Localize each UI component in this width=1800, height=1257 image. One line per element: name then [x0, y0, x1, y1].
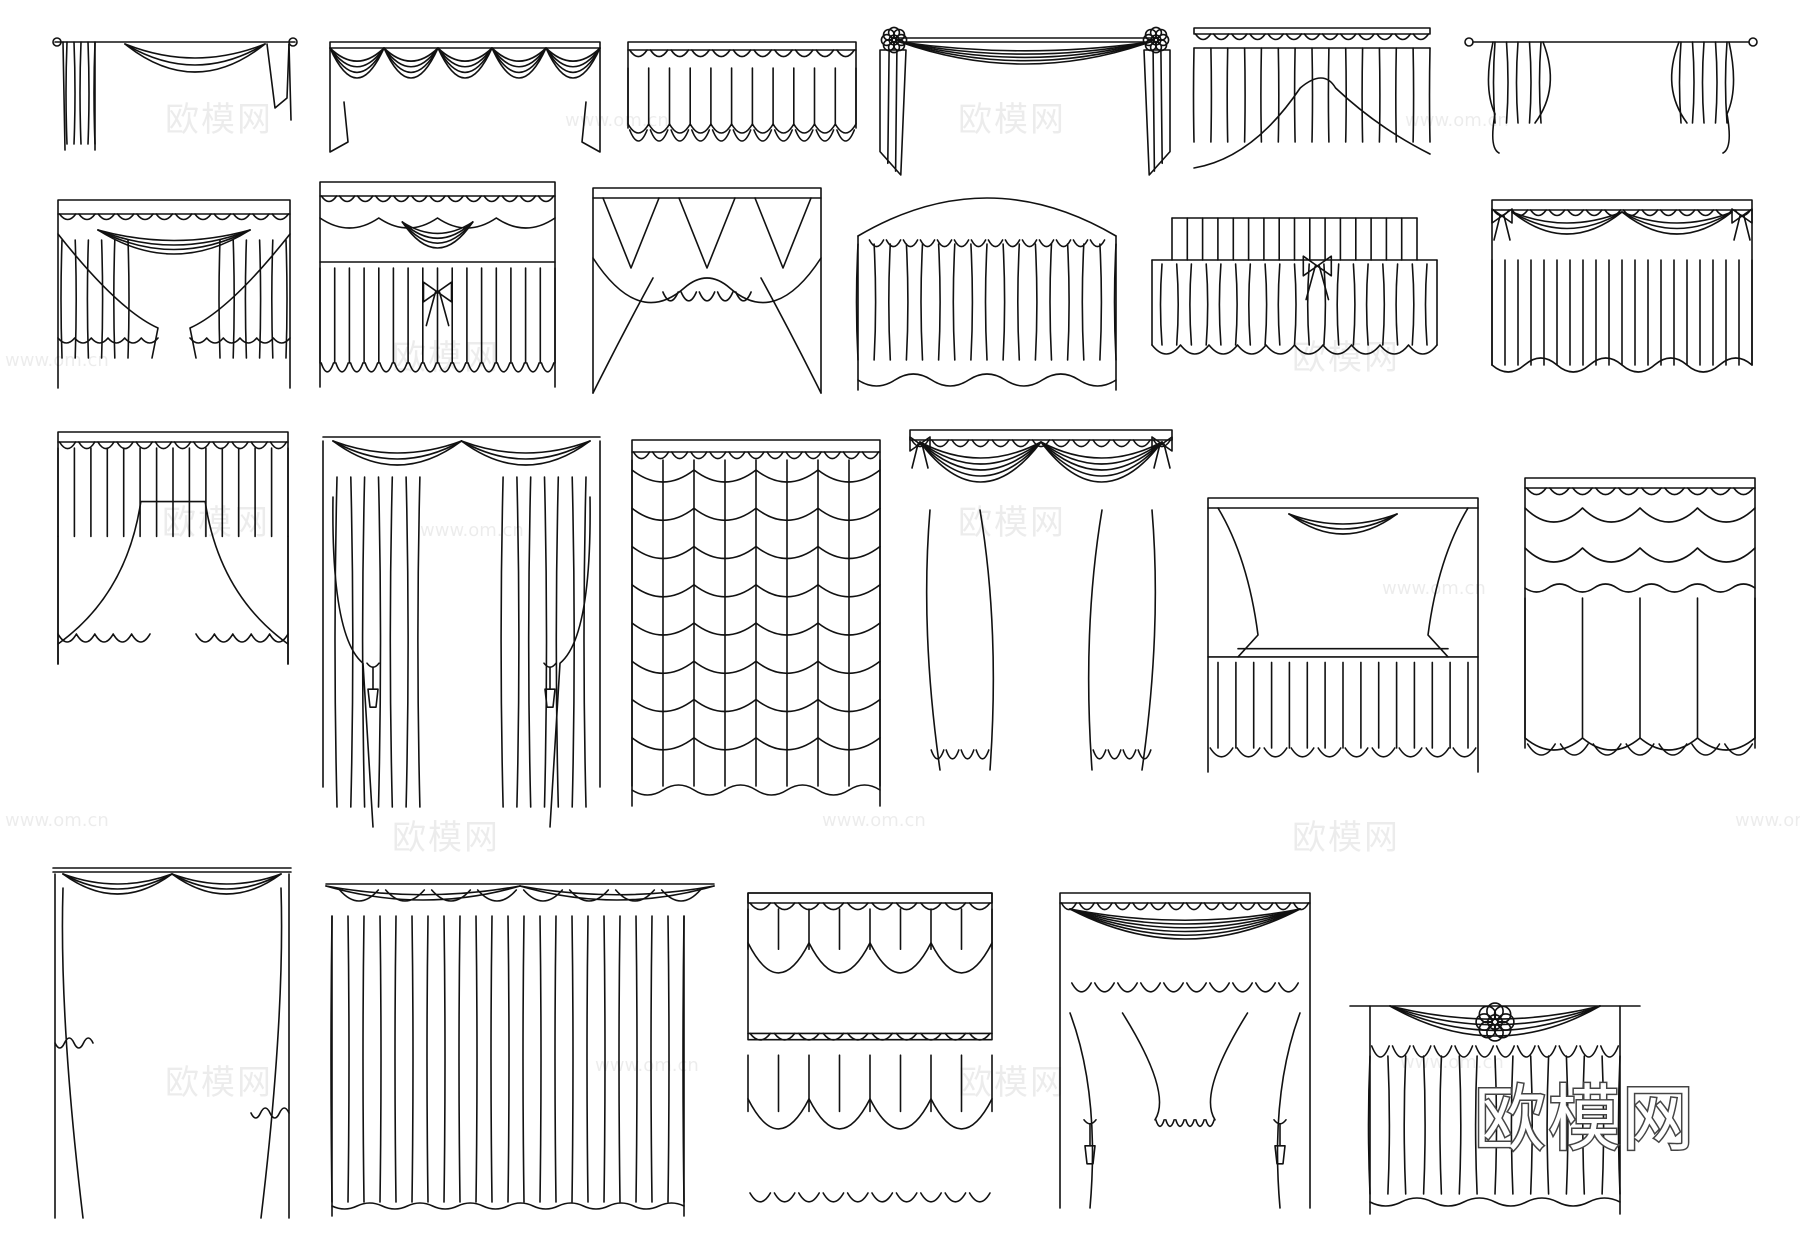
rod-swag-with-rosettes [879, 26, 1171, 176]
arched-pleated-valance [1192, 27, 1431, 169]
scalloped-roman-drapery [1524, 477, 1756, 756]
swag-valance-with-rod [52, 37, 298, 151]
brand-logo: 欧模网 [1472, 1076, 1697, 1163]
open-swag-panel-drapery [52, 867, 292, 1219]
fan-edge-arched-drapery [57, 431, 289, 665]
scalloped-swag-valance [329, 41, 601, 153]
rosette-cover-drapery [1349, 1002, 1641, 1215]
austrian-festoon-blind [631, 439, 881, 807]
jabot-tieback-drapery [1059, 892, 1311, 1209]
bow-trimmed-balloon-valance [1151, 217, 1438, 355]
rod-tieback-curtains [1464, 37, 1758, 154]
box-pleat-balloon-valance [627, 41, 857, 142]
layered-theatre-drapery [319, 181, 556, 388]
fringed-arch-drapery [909, 429, 1173, 771]
festoon-swag-drapery [57, 199, 291, 389]
vee-scalloped-drapery [592, 187, 822, 394]
framed-window-drapery [1207, 497, 1479, 773]
pleated-full-length-drapery [325, 883, 715, 1217]
two-tier-balloon-blind [747, 892, 993, 1203]
swag-and-tail-drapery [1491, 199, 1753, 373]
tasseled-tieback-drapery [322, 436, 601, 828]
arched-balloon-valance [855, 197, 1117, 391]
